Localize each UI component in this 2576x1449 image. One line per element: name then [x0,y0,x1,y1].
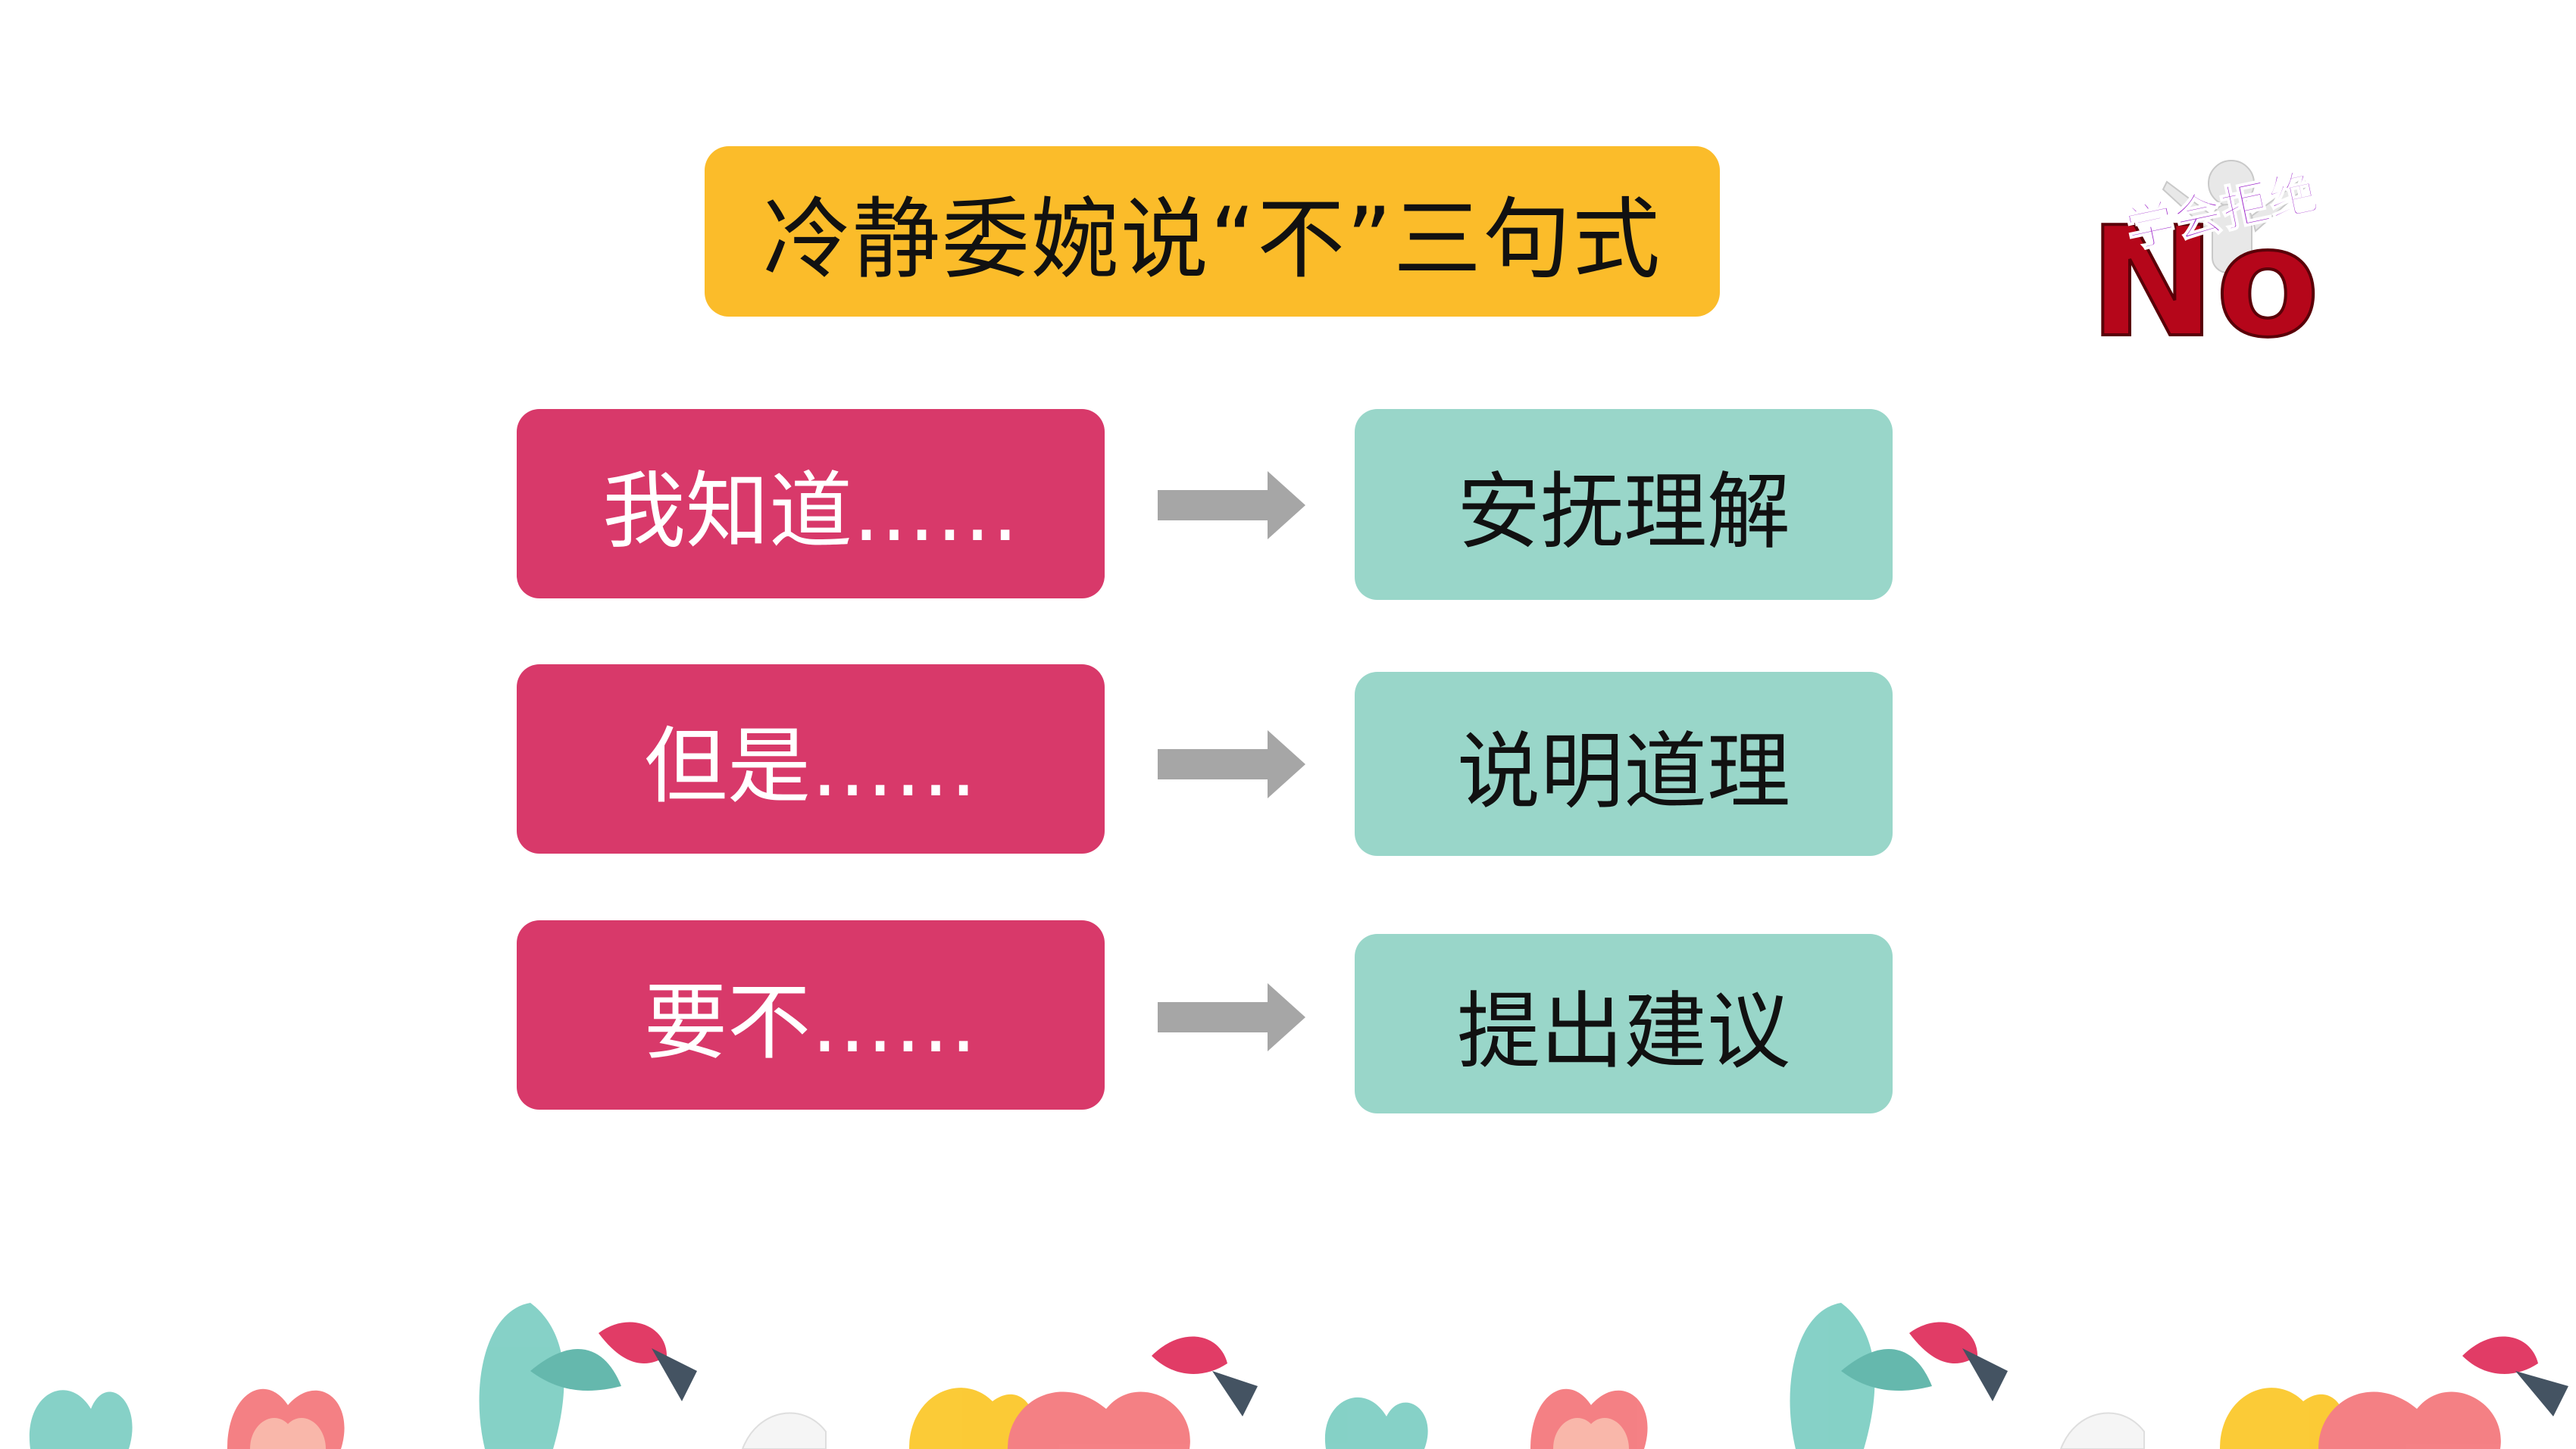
right-arrow-icon [1158,730,1305,798]
svg-text:No: No [2089,195,2320,371]
meaning-box-1: 安抚理解 [1355,409,1893,600]
meaning-box-2: 说明道理 [1355,672,1893,856]
phrase-box-2: 但是…… [517,664,1105,854]
right-arrow-icon [1158,983,1305,1051]
slide-title: 冷静委婉说“不”三句式 [705,146,1720,317]
right-arrow-icon [1158,471,1305,539]
phrase-box-1: 我知道…… [517,409,1105,598]
flower-border-decoration [29,1303,2568,1449]
phrase-box-3: 要不…… [517,920,1105,1110]
meaning-box-3: 提出建议 [1355,934,1893,1113]
no-figure-logo: No 学会拒绝 [2087,160,2324,373]
